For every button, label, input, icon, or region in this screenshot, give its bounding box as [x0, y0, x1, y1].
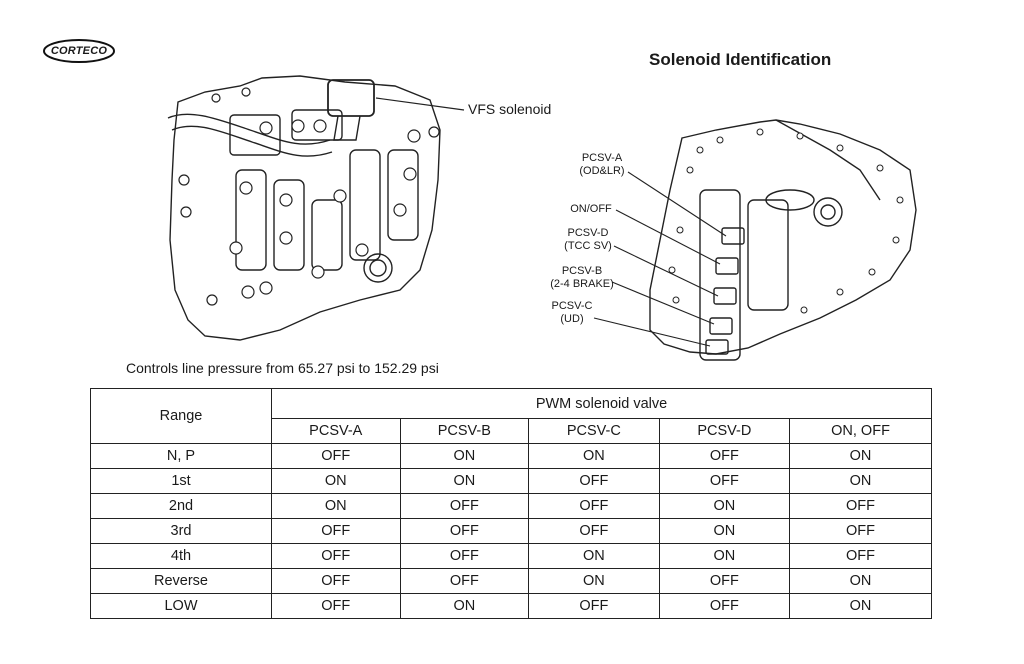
range-cell: LOW	[90, 593, 272, 619]
table-row: 3rd OFF OFF OFF ON OFF	[90, 518, 932, 544]
table-row: 2nd ON OFF OFF ON OFF	[90, 493, 932, 519]
value-cell: OFF	[399, 493, 530, 519]
value-cell: OFF	[271, 593, 401, 619]
column-header: PCSV-C	[528, 418, 660, 444]
callout-pcsv-c-line2: (UD)	[560, 313, 584, 325]
value-cell: OFF	[399, 518, 530, 544]
column-header: PCSV-B	[399, 418, 530, 444]
table-row: 1st ON ON OFF OFF ON	[90, 468, 932, 494]
value-cell: OFF	[789, 493, 932, 519]
value-cell: OFF	[399, 543, 530, 569]
table-row: Reverse OFF OFF ON OFF ON	[90, 568, 932, 594]
solenoid-identification-illustration	[593, 119, 917, 361]
vfs-solenoid-callout: VFS solenoid	[468, 101, 552, 117]
logo-oval	[43, 39, 115, 63]
value-cell: OFF	[658, 468, 791, 494]
value-cell: OFF	[271, 543, 401, 569]
range-cell: N, P	[90, 443, 272, 469]
value-cell: ON	[399, 468, 530, 494]
value-cell: ON	[528, 568, 660, 594]
table-row: N, P OFF ON ON OFF ON	[90, 443, 932, 469]
callout-pcsv-d: PCSV-D (TCC SV)	[556, 227, 620, 253]
table-row: 4th OFF OFF ON ON OFF	[90, 543, 932, 569]
valve-body-illustration	[167, 75, 465, 341]
value-cell: OFF	[271, 443, 401, 469]
value-cell: ON	[399, 593, 530, 619]
callout-pcsv-a-line1: PCSV-A	[581, 152, 623, 164]
value-cell: OFF	[528, 518, 660, 544]
value-cell: OFF	[528, 593, 660, 619]
range-cell: 4th	[90, 543, 272, 569]
solenoid-operation-table: Range PWM solenoid valve PCSV-A PCSV-B P…	[90, 388, 932, 619]
callout-pcsv-a: PCSV-A (OD&LR)	[570, 152, 634, 178]
callout-pcsv-c: PCSV-C (UD)	[546, 300, 598, 326]
line-pressure-caption: Controls line pressure from 65.27 psi to…	[126, 360, 439, 376]
value-cell: OFF	[399, 568, 530, 594]
value-cell: ON	[399, 443, 530, 469]
value-cell: ON	[789, 568, 932, 594]
value-cell: OFF	[789, 518, 932, 544]
callout-pcsv-d-line1: PCSV-D	[567, 227, 609, 239]
value-cell: OFF	[271, 568, 401, 594]
value-cell: ON	[528, 543, 660, 569]
callout-on-off: ON/OFF	[566, 203, 616, 216]
value-cell: ON	[658, 543, 791, 569]
callout-pcsv-b-line2: (2-4 BRAKE)	[550, 278, 614, 290]
column-header: ON, OFF	[789, 418, 932, 444]
table-row: LOW OFF ON OFF OFF ON	[90, 593, 932, 619]
value-cell: ON	[789, 468, 932, 494]
value-cell: OFF	[658, 443, 791, 469]
value-cell: ON	[271, 493, 401, 519]
column-header: PCSV-D	[658, 418, 791, 444]
value-cell: OFF	[789, 543, 932, 569]
callout-pcsv-d-line2: (TCC SV)	[564, 240, 612, 252]
callout-pcsv-a-line2: (OD&LR)	[579, 165, 625, 177]
value-cell: OFF	[528, 493, 660, 519]
corteco-logo: CORTECO	[42, 38, 116, 64]
range-cell: 2nd	[90, 493, 272, 519]
callout-pcsv-b-line1: PCSV-B	[561, 265, 603, 277]
pwm-solenoid-valve-header: PWM solenoid valve	[271, 388, 932, 419]
value-cell: ON	[789, 443, 932, 469]
value-cell: ON	[271, 468, 401, 494]
callout-pcsv-b: PCSV-B (2-4 BRAKE)	[544, 265, 620, 291]
value-cell: OFF	[658, 568, 791, 594]
callout-pcsv-c-line1: PCSV-C	[551, 300, 593, 312]
range-cell: 1st	[90, 468, 272, 494]
value-cell: OFF	[658, 593, 791, 619]
logo-text: CORTECO	[50, 45, 108, 57]
value-cell: OFF	[271, 518, 401, 544]
column-header: PCSV-A	[271, 418, 401, 444]
range-cell: Reverse	[90, 568, 272, 594]
page-title: Solenoid Identification	[649, 50, 832, 69]
range-cell: 3rd	[90, 518, 272, 544]
value-cell: ON	[528, 443, 660, 469]
range-header: Range	[90, 388, 272, 444]
callout-on-off-line1: ON/OFF	[570, 203, 612, 215]
value-cell: OFF	[528, 468, 660, 494]
value-cell: ON	[789, 593, 932, 619]
value-cell: ON	[658, 518, 791, 544]
value-cell: ON	[658, 493, 791, 519]
